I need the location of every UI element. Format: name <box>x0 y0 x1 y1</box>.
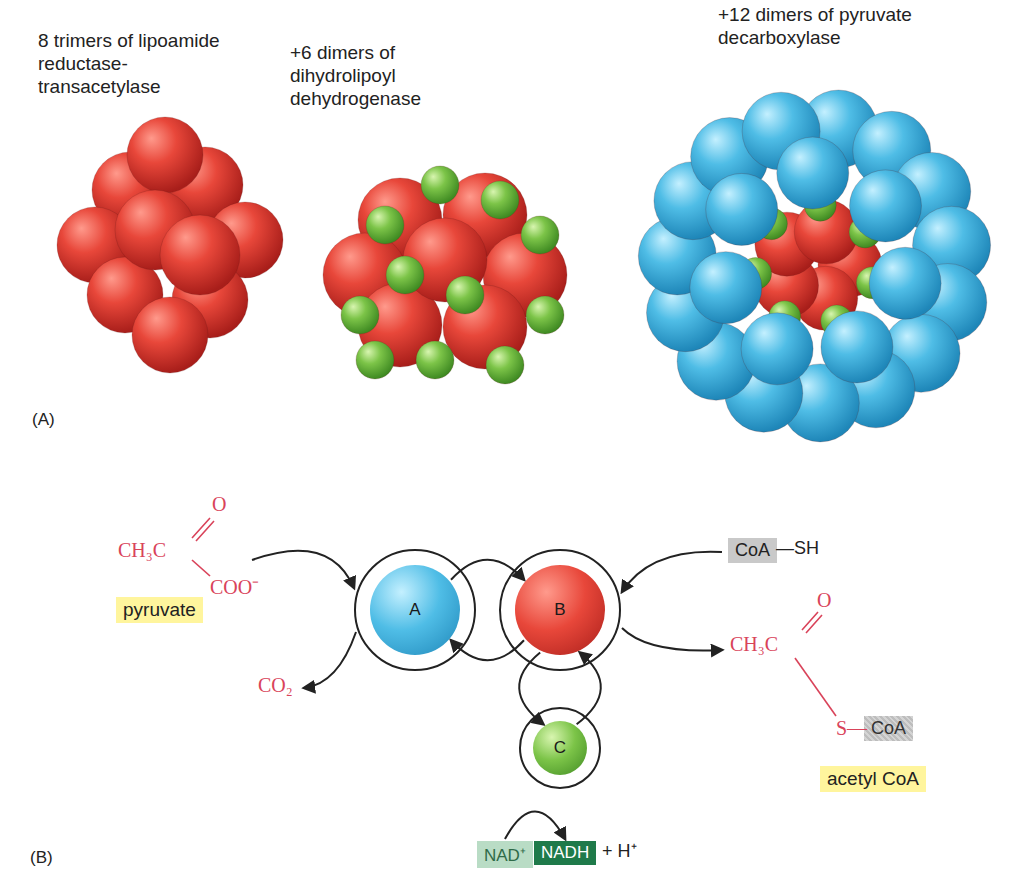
reaction-arrow <box>451 560 524 580</box>
caption-label: (B) <box>30 848 53 868</box>
protein-sphere <box>526 296 564 334</box>
node-text: pyruvate <box>123 599 196 620</box>
reaction-arrow <box>505 812 565 840</box>
label-box: acetyl CoA <box>820 766 926 792</box>
protein-sphere <box>341 296 379 334</box>
chemical-bonds <box>192 518 836 716</box>
node-text: NAD⁺ <box>484 846 526 865</box>
chemical-formula: COO⁻ <box>210 575 259 599</box>
cycle-ring <box>520 708 600 788</box>
chemical-formula: CH₃C <box>118 538 166 562</box>
protein-sphere <box>850 170 922 242</box>
protein-sphere <box>132 297 208 373</box>
caption-label: +6 dimers of dihydrolipoyl dehydrogenase <box>290 42 505 110</box>
caption-label: (A) <box>32 410 55 430</box>
chemical-formula: S— <box>836 716 867 740</box>
protein-sphere <box>821 311 893 383</box>
node-text: CoA <box>871 718 906 738</box>
protein-sphere <box>366 206 404 244</box>
reaction-arrow <box>304 632 356 688</box>
protein-sphere <box>421 166 459 204</box>
enzyme-circle: B <box>515 565 605 655</box>
protein-sphere <box>706 173 778 245</box>
caption-label: —SH <box>776 538 819 560</box>
double-bond <box>802 612 822 633</box>
label-box: NAD⁺ <box>477 841 533 868</box>
node-text: CoA <box>735 540 770 560</box>
protein-sphere <box>741 313 813 385</box>
label-box: CoA <box>728 538 777 563</box>
chemical-formula: CO₂ <box>258 673 293 697</box>
protein-sphere <box>486 346 524 384</box>
protein-sphere <box>446 276 484 314</box>
node-text: NADH <box>541 843 589 862</box>
node-text: B <box>554 600 565 620</box>
protein-sphere <box>416 341 454 379</box>
protein-sphere <box>869 247 941 319</box>
sphere-clusters <box>57 90 991 442</box>
reaction-arrow <box>622 552 722 592</box>
node-text: acetyl CoA <box>827 768 919 789</box>
single-bond <box>192 560 210 576</box>
chemical-formula: O <box>817 588 831 612</box>
node-text: C <box>554 738 566 758</box>
protein-sphere <box>690 252 762 324</box>
reaction-arrow <box>451 640 524 660</box>
protein-sphere <box>127 117 203 193</box>
caption-label: + H⁺ <box>602 841 637 863</box>
enzyme-circle: A <box>370 565 460 655</box>
protein-sphere <box>356 341 394 379</box>
reaction-arrow <box>252 551 354 588</box>
chemical-formula: O <box>212 492 226 516</box>
chemical-formula: CH₃C <box>730 632 778 656</box>
label-box: CoA <box>864 716 913 741</box>
protein-sphere <box>521 216 559 254</box>
protein-sphere <box>481 181 519 219</box>
caption-label: +12 dimers of pyruvate decarboxylase <box>718 4 998 50</box>
enzyme-circle: C <box>533 721 587 775</box>
double-bond <box>192 518 214 541</box>
reaction-arrow <box>519 653 543 725</box>
protein-sphere <box>160 215 240 295</box>
label-box: NADH <box>534 841 596 865</box>
protein-sphere <box>386 256 424 294</box>
caption-label: 8 trimers of lipoamide reductase- transa… <box>38 30 253 98</box>
node-text: A <box>409 600 420 620</box>
reaction-arrow <box>622 628 722 651</box>
reaction-arrow <box>577 653 601 725</box>
cycle-rings <box>252 550 722 788</box>
protein-sphere <box>777 137 849 209</box>
label-box: pyruvate <box>116 597 203 623</box>
cycle-ring <box>355 550 475 670</box>
single-bond <box>795 658 836 716</box>
cycle-ring <box>500 550 620 670</box>
